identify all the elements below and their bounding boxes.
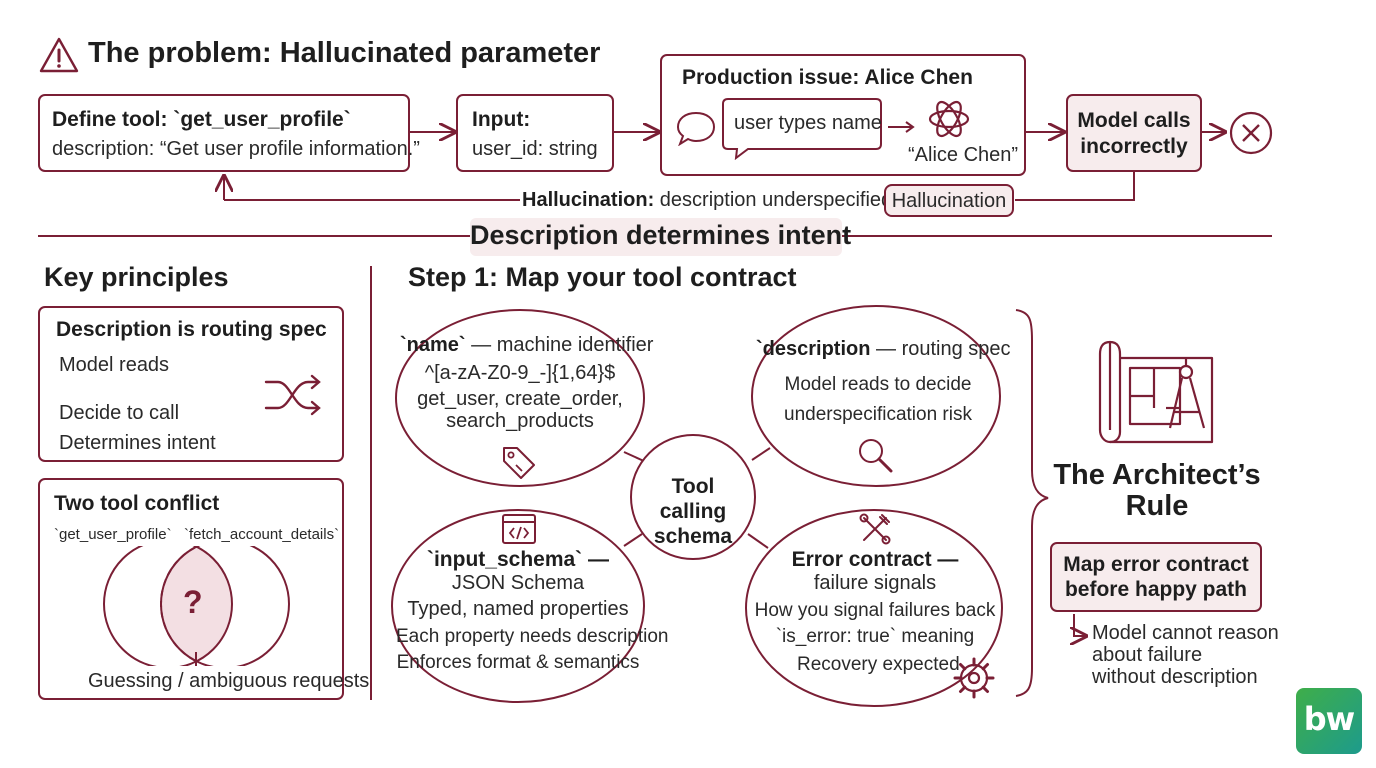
user-input-bubble: user types name	[722, 98, 882, 160]
gear-icon	[950, 654, 998, 702]
divider-label-box: Description determines intent	[470, 218, 852, 256]
error-contract-title: Error contract —	[791, 548, 959, 571]
speech-bubble-icon	[676, 110, 716, 147]
hub-label: Tool calling schema	[653, 475, 733, 548]
divider-label: Description determines intent	[470, 220, 852, 250]
routing-item-3: Determines intent	[59, 432, 216, 454]
define-tool-title: Define tool: `get_user_profile`	[52, 108, 351, 131]
architect-title-line-1: The Architect’s	[1053, 459, 1261, 491]
bw-logo-text: bw	[1303, 700, 1355, 738]
routing-item-1: Model reads	[59, 354, 170, 376]
architect-title-line-2: Rule	[1125, 490, 1189, 522]
error-line-2: How you signal failures back	[754, 600, 996, 621]
architect-note-2: about failure	[1092, 644, 1203, 666]
input-schema-line-3: Each property needs description	[396, 626, 669, 647]
hallucination-line: Hallucination: description underspecifie…	[522, 189, 892, 212]
error-line-3: `is_error: true` meaning	[775, 626, 975, 647]
error-circle-icon	[1228, 110, 1274, 156]
description-field-suffix: — routing spec	[870, 338, 1011, 360]
routing-item-2: Decide to call	[59, 402, 180, 424]
model-calls-text: Model calls incorrectly	[1077, 109, 1191, 158]
ai-knot-icon	[926, 96, 972, 142]
magnifier-icon	[856, 436, 896, 474]
conflict-tool-b: `fetch_account_details`	[184, 526, 340, 543]
production-output: “Alice Chen”	[908, 144, 1019, 166]
input-box: Input: user_id: string	[456, 94, 614, 172]
tools-icon	[858, 512, 892, 546]
input-schema-line-1: JSON Schema	[451, 572, 585, 594]
code-window-icon	[501, 513, 537, 545]
bw-logo: bw	[1296, 688, 1362, 754]
name-title: `name` — machine identifier	[400, 334, 653, 357]
shuffle-icon	[264, 370, 324, 420]
blueprint-icon	[1096, 338, 1218, 446]
tag-icon	[500, 444, 538, 480]
architect-note-3: without description	[1092, 666, 1258, 688]
hallucination-prefix: Hallucination:	[522, 189, 655, 211]
define-tool-description: description: “Get user profile informati…	[52, 138, 420, 160]
description-title: `description — routing spec	[756, 338, 1011, 361]
name-line-3: search_products	[446, 410, 594, 432]
architect-rule-box: Map error contract before happy path	[1050, 542, 1262, 612]
conflict-question-mark: ?	[183, 584, 203, 620]
model-calls-box: Model calls incorrectly	[1066, 94, 1202, 172]
hallucination-text: description underspecified	[659, 189, 893, 211]
warning-icon	[38, 36, 80, 74]
description-line-2: underspecification risk	[784, 404, 972, 425]
description-field: `description	[756, 338, 871, 360]
step1-heading: Step 1: Map your tool contract	[408, 262, 797, 292]
routing-spec-card: Description is routing spec Model reads …	[38, 306, 344, 462]
name-line-1: ^[a-zA-Z0-9_-]{1,64}$	[424, 362, 616, 384]
two-tool-conflict-card: Two tool conflict `get_user_profile` `fe…	[38, 478, 369, 700]
input-schema-line-2: Typed, named properties	[407, 598, 629, 620]
conflict-tool-a: `get_user_profile`	[54, 526, 172, 543]
description-line-1: Model reads to decide	[784, 374, 972, 395]
hallucination-tag: Hallucination	[884, 184, 1014, 217]
production-issue-box: Production issue: Alice Chen user types …	[660, 54, 1026, 176]
bubble-arrow	[888, 121, 915, 133]
page-title: The problem: Hallucinated parameter	[88, 37, 601, 69]
input-value: user_id: string	[472, 138, 598, 160]
conflict-caption: Guessing / ambiguous requests	[88, 670, 370, 692]
routing-spec-title: Description is routing spec	[56, 318, 327, 341]
name-line-2: get_user, create_order,	[417, 388, 623, 410]
architect-rule-text: Map error contract before happy path	[1063, 553, 1249, 601]
define-tool-box: Define tool: `get_user_profile` descript…	[38, 94, 420, 172]
input-schema-title: `input_schema` —	[426, 548, 610, 571]
input-title: Input:	[472, 108, 531, 131]
venn-diagram	[103, 546, 290, 666]
name-field: `name`	[400, 334, 466, 356]
input-schema-line-4: Enforces format & semantics	[396, 652, 640, 673]
conflict-title: Two tool conflict	[54, 492, 220, 515]
error-line-4: Recovery expected	[797, 654, 960, 675]
hallucination-tag-text: Hallucination	[891, 190, 1007, 212]
architect-note-1: Model cannot reason	[1092, 622, 1279, 644]
production-issue-title: Production issue: Alice Chen	[682, 66, 973, 89]
key-principles-heading: Key principles	[44, 262, 229, 292]
error-line-1: failure signals	[813, 572, 937, 594]
name-field-suffix: — machine identifier	[465, 334, 654, 356]
bubble-text: user types name	[734, 112, 882, 134]
